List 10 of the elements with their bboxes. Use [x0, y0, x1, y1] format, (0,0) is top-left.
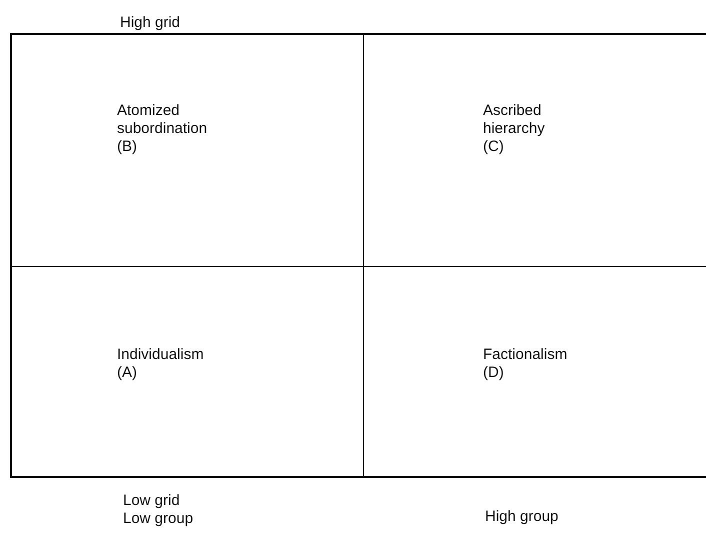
axis-label: High grid — [120, 14, 182, 32]
quadrant-label: Ascribed hierarchy (C) — [483, 102, 546, 156]
quadrant-cell — [364, 33, 706, 267]
axis-label: High group — [485, 508, 560, 526]
quadrant-label: Individualism (A) — [117, 346, 205, 382]
quadrant-label: Factionalism (D) — [483, 346, 568, 382]
axis-label: Low grid Low group — [123, 492, 194, 528]
quadrant-cell — [10, 33, 364, 267]
quadrant-label: Atomized subordination (B) — [117, 102, 208, 156]
quadrant-cell — [10, 267, 364, 478]
